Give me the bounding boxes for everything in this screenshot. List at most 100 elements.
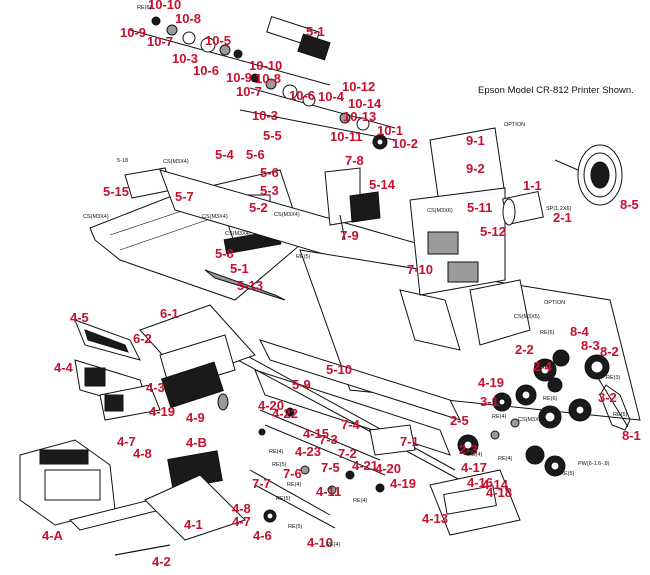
bracket-right: [399, 289, 461, 351]
callout-4-7: 4-7: [232, 514, 251, 529]
callout-4-6: 4-6: [253, 528, 272, 543]
callout-4-21: 4-21: [352, 458, 378, 473]
callout-5-13: 5-13: [237, 278, 263, 293]
callout-4-16: 4-16: [467, 475, 493, 490]
callout-4-1: 4-1: [184, 517, 203, 532]
callout-10-8: 10-8: [255, 71, 281, 86]
part-note: RE(6): [137, 5, 152, 11]
callout-4-15: 4-15: [303, 426, 329, 441]
part-note: CS(M3X4): [163, 159, 189, 165]
line-art: [19, 16, 641, 556]
callout-5-14: 5-14: [369, 177, 396, 192]
callout-4-19: 4-19: [478, 375, 504, 390]
callout-4-18: 4-18: [486, 485, 512, 500]
callout-5-9: 5-9: [292, 377, 311, 392]
callout-4-14: 4-14: [482, 477, 509, 492]
part-note: CS(M3X6): [427, 208, 453, 214]
callout-4-8: 4-8: [133, 446, 152, 461]
callout-10-13: 10-13: [343, 109, 376, 124]
callout-10-3: 10-3: [252, 108, 278, 123]
part-note: CS(M3X4): [83, 214, 109, 220]
part-note: RE(4): [498, 456, 513, 462]
part-note: RE(4): [326, 542, 341, 548]
callout-10-8: 10-8: [175, 11, 201, 26]
callout-7-3: 7-3: [319, 432, 338, 447]
part-note: RE(3): [606, 375, 621, 381]
part-note: CS(M3X4): [274, 212, 300, 218]
callout-10-14: 10-14: [348, 96, 382, 111]
callout-5-6: 5-6: [246, 147, 265, 162]
callout-4-5: 4-5: [70, 310, 89, 325]
callout-5-2: 5-2: [249, 200, 268, 215]
callout-5-11: 5-11: [467, 200, 492, 215]
callout-4-11: 4-11: [316, 484, 341, 499]
callout-10-12: 10-12: [342, 79, 375, 94]
part-note: RE(5): [276, 496, 291, 502]
callout-10-2: 10-2: [392, 136, 418, 151]
part-note: CS(M3X4): [225, 231, 251, 237]
part-note: RE(4): [492, 414, 507, 420]
callout-10-4: 10-4: [318, 89, 345, 104]
part-note: CS(M3X4): [202, 214, 228, 220]
callout-8-4: 8-4: [570, 324, 590, 339]
part-note: RE(4): [353, 498, 368, 504]
callout-4-19: 4-19: [149, 404, 175, 419]
callout-9-2: 9-2: [466, 161, 485, 176]
callout-10-5: 10-5: [205, 33, 231, 48]
callout-10-6: 10-6: [193, 63, 219, 78]
callout-6-1: 6-1: [160, 306, 179, 321]
diagram-caption: Epson Model CR-812 Printer Shown.: [478, 85, 634, 96]
gear-train: [457, 349, 610, 477]
callout-4-9: 4-9: [186, 410, 205, 425]
callout-10-10: 10-10: [148, 0, 181, 12]
callout-4-A: 4-A: [42, 528, 64, 543]
callout-4-19: 4-19: [390, 476, 416, 491]
part-note: OPTION: [544, 300, 565, 306]
callout-10-1: 10-1: [377, 123, 403, 138]
callout-7-7: 7-7: [252, 476, 271, 491]
callout-10-6: 10-6: [289, 88, 315, 103]
callout-4-8: 4-8: [232, 501, 251, 516]
callout-4-20: 4-20: [258, 398, 284, 413]
callout-1-1: 1-1: [523, 178, 542, 193]
callout-4-23: 4-23: [295, 444, 321, 459]
strip-5-13: [204, 269, 286, 301]
callout-7-4: 7-4: [341, 417, 361, 432]
callout-4-20: 4-20: [375, 461, 401, 476]
callout-4-10: 4-10: [307, 535, 333, 550]
bracket-7-1: [369, 424, 416, 456]
callout-7-9: 7-9: [340, 228, 359, 243]
part-note: RE(5): [296, 254, 311, 260]
callout-10-9: 10-9: [226, 70, 252, 85]
part-note: RE(5): [560, 471, 575, 477]
callout-4-B: 4-B: [186, 435, 207, 450]
callout-2-2: 2-2: [515, 342, 534, 357]
callout-2-4: 2-4: [533, 359, 553, 374]
belt-8-1: [599, 384, 631, 431]
callout-7-10: 7-10: [407, 262, 433, 277]
callout-2-3: 2-3: [459, 442, 478, 457]
part-note: RE(4): [468, 452, 483, 458]
roller-5-1-top: [266, 16, 331, 61]
callout-3-2: 3-2: [598, 390, 617, 405]
callout-7-6: 7-6: [283, 466, 302, 481]
part-note: RE(5): [288, 524, 303, 530]
callout-5-7: 5-7: [175, 189, 194, 204]
callout-6-2: 6-2: [133, 331, 152, 346]
callout-4-3: 4-3: [146, 380, 165, 395]
part-note: RE(6): [540, 330, 555, 336]
callout-2-5: 2-5: [450, 413, 469, 428]
callout-4-13: 4-13: [422, 511, 448, 526]
callout-8-1: 8-1: [622, 428, 641, 443]
part-note: SP(1.2X6): [546, 206, 572, 212]
part-note: RE(4): [287, 482, 302, 488]
callout-5-5: 5-5: [263, 128, 282, 143]
callout-5-15: 5-15: [103, 184, 129, 199]
part-note: PW(6-1.6-.8): [578, 461, 610, 467]
callout-5-1: 5-1: [306, 24, 325, 39]
callout-2-1: 2-1: [553, 210, 572, 225]
callout-4-4: 4-4: [54, 360, 74, 375]
part-note: RE(5): [272, 462, 287, 468]
